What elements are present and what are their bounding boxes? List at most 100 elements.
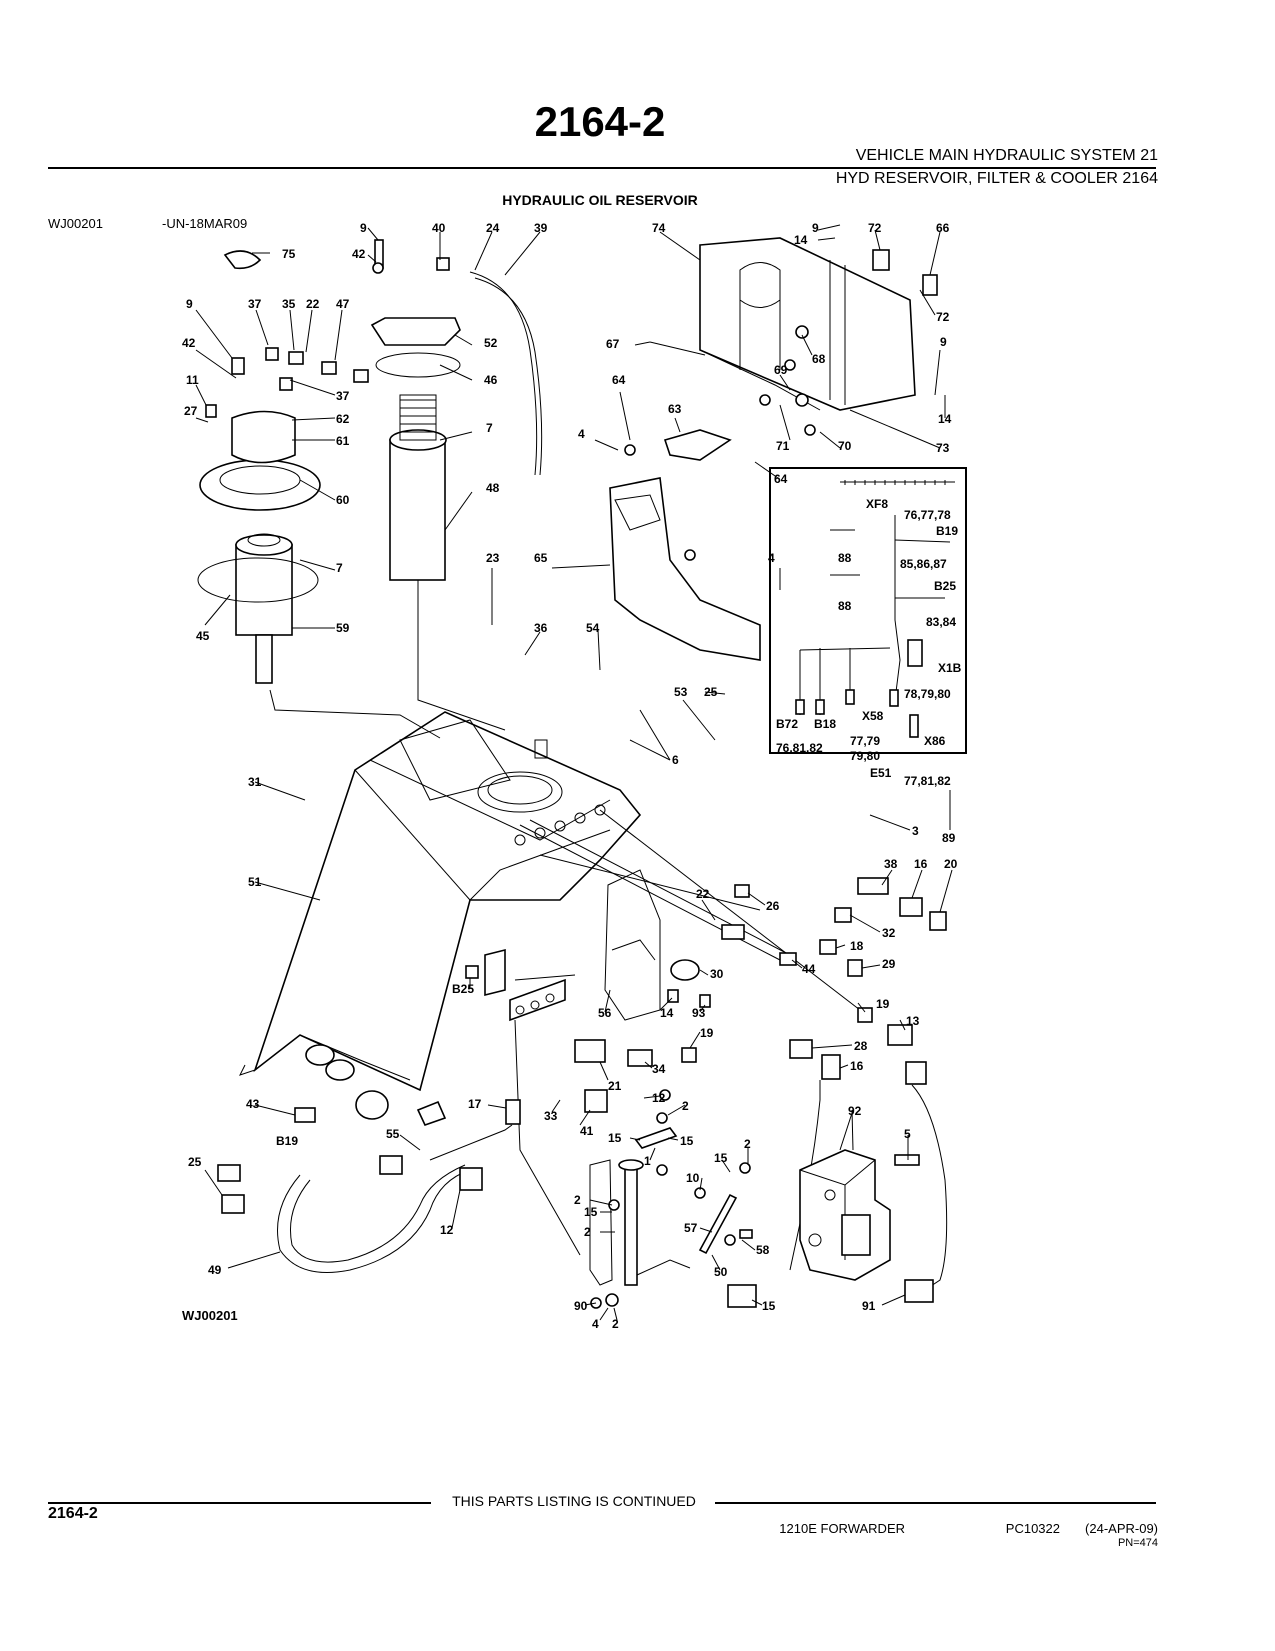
callout: 1 bbox=[644, 1154, 651, 1168]
callout: 38 bbox=[884, 857, 898, 871]
callout: X86 bbox=[924, 734, 946, 748]
callout: 11 bbox=[186, 373, 199, 387]
callout: 31 bbox=[248, 775, 262, 789]
section-title: VEHICLE MAIN HYDRAULIC SYSTEM 21 bbox=[855, 147, 1158, 164]
callout: 32 bbox=[882, 926, 896, 940]
callout: 22 bbox=[306, 297, 320, 311]
callout: 50 bbox=[714, 1265, 728, 1279]
callout: 67 bbox=[606, 337, 620, 351]
callout: 70 bbox=[838, 439, 852, 453]
callout: 79,80 bbox=[850, 749, 880, 763]
callout: 4 bbox=[592, 1317, 599, 1331]
continued-rule-right bbox=[715, 1502, 1156, 1504]
valve-block bbox=[799, 1109, 920, 1281]
callout: 14 bbox=[794, 233, 808, 247]
mounting-bracket bbox=[609, 429, 787, 661]
callout: X58 bbox=[862, 709, 884, 723]
callout: 23 bbox=[486, 551, 500, 565]
continued-bar: THIS PARTS LISTING IS CONTINUED bbox=[48, 1493, 1156, 1513]
callout: 15 bbox=[714, 1151, 728, 1165]
footer-pn: PN=474 bbox=[1117, 1537, 1158, 1549]
callout: 72 bbox=[868, 221, 882, 235]
page-title: 2164-2 bbox=[534, 98, 666, 145]
callout: 17 bbox=[468, 1097, 482, 1111]
callout: 5 bbox=[904, 1127, 911, 1141]
footer-model: 1210E FORWARDER bbox=[779, 1521, 905, 1536]
callout: 76,81,82 bbox=[776, 741, 823, 755]
callout: 90 bbox=[574, 1299, 588, 1313]
callout: 14 bbox=[938, 412, 952, 426]
callout: 25 bbox=[704, 685, 718, 699]
filter-element-center bbox=[269, 239, 506, 739]
callout: 92 bbox=[848, 1104, 862, 1118]
callout: XF8 bbox=[866, 497, 888, 511]
callout: 7 bbox=[336, 561, 343, 575]
callout: 39 bbox=[534, 221, 548, 235]
callout: 35 bbox=[282, 297, 296, 311]
cooler-bracket bbox=[604, 869, 711, 1021]
callout: 42 bbox=[182, 336, 196, 350]
callout: 10 bbox=[686, 1171, 700, 1185]
callout: 26 bbox=[766, 899, 780, 913]
callout: 85,86,87 bbox=[900, 557, 947, 571]
callout: 6 bbox=[672, 753, 679, 767]
callout: 51 bbox=[248, 875, 262, 889]
filter-assembly-left bbox=[197, 250, 369, 684]
footer-page-number: 2164-2 bbox=[48, 1505, 98, 1522]
callout: 93 bbox=[692, 1006, 706, 1020]
callout: 2 bbox=[744, 1137, 751, 1151]
callout: 55 bbox=[386, 1127, 400, 1141]
callout: B25 bbox=[934, 579, 956, 593]
callout: 48 bbox=[486, 481, 500, 495]
reservoir-tank bbox=[239, 711, 642, 1120]
callout: 64 bbox=[774, 472, 788, 486]
callout: B18 bbox=[814, 717, 836, 731]
callout: 60 bbox=[336, 493, 350, 507]
callout: 66 bbox=[936, 221, 950, 235]
callout: 53 bbox=[674, 685, 688, 699]
callout: 59 bbox=[336, 621, 350, 635]
guard-plate bbox=[649, 237, 938, 436]
callout: 43 bbox=[246, 1097, 260, 1111]
callout: 14 bbox=[660, 1006, 674, 1020]
callout: 49 bbox=[208, 1263, 222, 1277]
callout: 61 bbox=[336, 434, 350, 448]
callout: E51 bbox=[870, 766, 892, 780]
callout: 77,79 bbox=[850, 734, 880, 748]
callout: B19 bbox=[276, 1134, 298, 1148]
callout: 45 bbox=[196, 629, 210, 643]
callout: 27 bbox=[184, 404, 198, 418]
cooler-mount bbox=[589, 1089, 753, 1309]
callout: 20 bbox=[944, 857, 958, 871]
callout: 78,79,80 bbox=[904, 687, 951, 701]
continued-rule-left bbox=[48, 1502, 431, 1504]
callout: 30 bbox=[710, 967, 724, 981]
callout: 9 bbox=[360, 221, 367, 235]
leader-lines bbox=[195, 224, 953, 1321]
callout: 36 bbox=[534, 621, 548, 635]
callout: 69 bbox=[774, 363, 788, 377]
callout: 52 bbox=[484, 336, 498, 350]
callout: 46 bbox=[484, 373, 498, 387]
callout: 40 bbox=[432, 221, 446, 235]
callout: 63 bbox=[668, 402, 682, 416]
callout: 28 bbox=[854, 1039, 868, 1053]
callout: 57 bbox=[684, 1221, 698, 1235]
callout: 74 bbox=[652, 221, 666, 235]
callout: 88 bbox=[838, 599, 852, 613]
callout: B72 bbox=[776, 717, 798, 731]
callout: 68 bbox=[812, 352, 826, 366]
callout: 88 bbox=[838, 551, 852, 565]
callout: 91 bbox=[862, 1299, 876, 1313]
callout: 19 bbox=[876, 997, 890, 1011]
callout: 12 bbox=[440, 1223, 454, 1237]
group-title: HYD RESERVOIR, FILTER & COOLER 2164 bbox=[835, 170, 1158, 187]
callout: 21 bbox=[608, 1079, 622, 1093]
callout: 2 bbox=[584, 1225, 591, 1239]
callout: 24 bbox=[486, 221, 500, 235]
callout: 7 bbox=[486, 421, 493, 435]
continued-text: THIS PARTS LISTING IS CONTINUED bbox=[452, 1493, 696, 1509]
callout: 56 bbox=[598, 1006, 612, 1020]
callout: 37 bbox=[248, 297, 262, 311]
callout: 19 bbox=[700, 1026, 714, 1040]
